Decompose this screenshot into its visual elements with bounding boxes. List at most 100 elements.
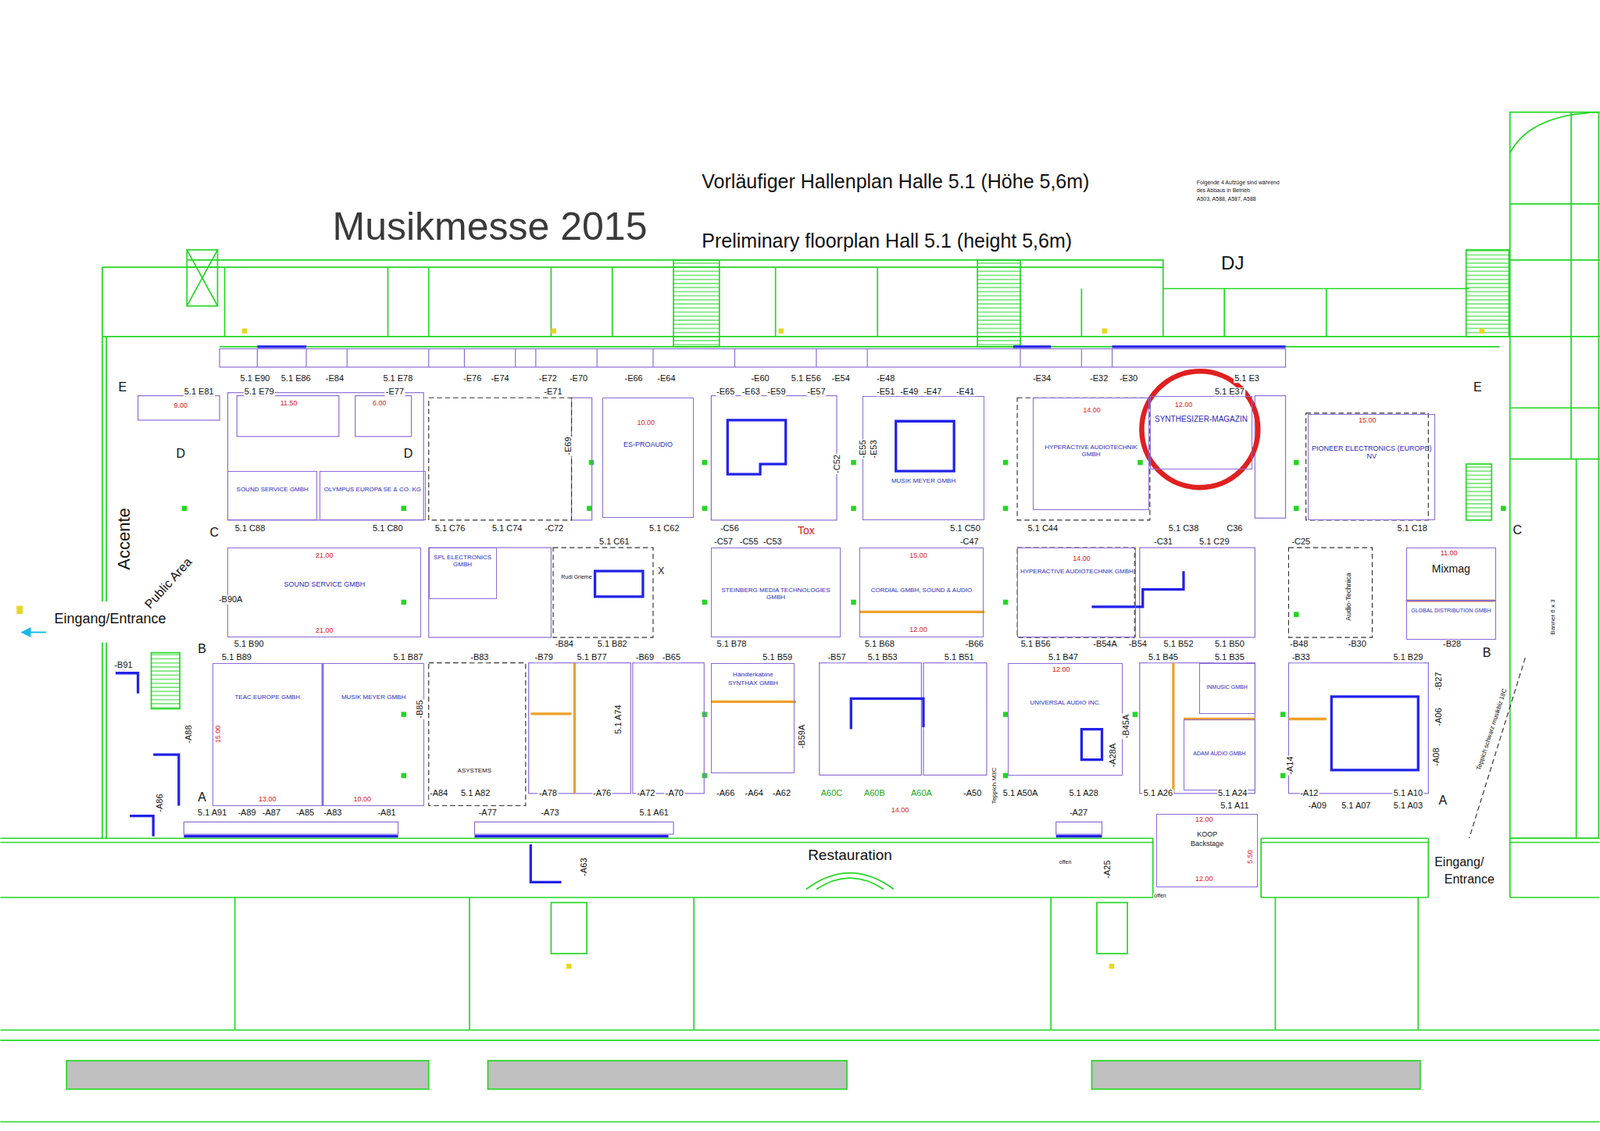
column bbox=[1132, 711, 1139, 718]
plan-label: 5.1 A74 bbox=[614, 703, 624, 735]
plan-label: 15.00 bbox=[1357, 417, 1378, 425]
column bbox=[586, 506, 593, 512]
plan-label: 5.1 C44 bbox=[1027, 524, 1060, 534]
booth-name: ADAM AUDIO GMBH bbox=[1191, 750, 1247, 758]
plan-label: 5.1 A82 bbox=[460, 789, 491, 799]
plan-label: -A76 bbox=[592, 789, 612, 799]
booth: INMUSIC GMBH bbox=[1199, 663, 1256, 715]
column bbox=[702, 773, 708, 779]
plan-label: -A85 bbox=[295, 808, 315, 818]
plan-label: -A63 bbox=[580, 857, 590, 878]
plan-label: C bbox=[1511, 524, 1523, 538]
plan-label: -E69 bbox=[564, 435, 574, 456]
plan-label: -B27 bbox=[1434, 671, 1444, 692]
plan-label: -E32 bbox=[1089, 374, 1109, 384]
plan-label: -E72 bbox=[538, 374, 558, 384]
loading-bay bbox=[66, 1060, 429, 1090]
plan-label: -B54A bbox=[1092, 640, 1118, 650]
plan-label: 5.1 A24 bbox=[1217, 789, 1248, 799]
plan-label: 5.1 C61 bbox=[598, 537, 631, 547]
carpet-outline bbox=[1469, 657, 1526, 839]
plan-label: -A27 bbox=[1068, 808, 1089, 818]
plan-label: -C25 bbox=[1290, 537, 1311, 547]
plan-label: -C53 bbox=[762, 537, 783, 547]
column bbox=[850, 460, 857, 466]
plan-label: -A72 bbox=[635, 789, 656, 799]
booth-name: ES-PROAUDIO bbox=[621, 441, 675, 450]
block-outline bbox=[1017, 547, 1135, 638]
booth: STEINBERG MEDIA TECHNOLOGIES GMBH bbox=[710, 547, 840, 638]
plan-label: -C57 bbox=[713, 537, 734, 547]
plan-label: A60C bbox=[820, 789, 844, 799]
plan-label: -E70 bbox=[568, 374, 589, 384]
plan-label: 5.1 E90 bbox=[239, 374, 272, 384]
booth-name: Händlerkabine bbox=[731, 671, 775, 679]
restaurant-stairs bbox=[806, 873, 894, 890]
hall-wall bbox=[0, 260, 1600, 1122]
plan-label: -E34 bbox=[1032, 374, 1052, 384]
plan-label: 12.00 bbox=[1174, 401, 1194, 409]
plan-label: 10.00 bbox=[352, 796, 372, 804]
plan-label: -A12 bbox=[1299, 789, 1319, 799]
plan-label: -A87 bbox=[261, 808, 282, 818]
booth: ES-PROAUDIO bbox=[602, 397, 695, 518]
plan-label: -B79 bbox=[534, 653, 554, 664]
plan-label: -E54 bbox=[831, 374, 851, 384]
booth: MUSIK MEYER GMBH bbox=[862, 396, 986, 521]
plan-label: 5.1 C38 bbox=[1167, 524, 1200, 534]
booth: MUSIK MEYER GMBH bbox=[322, 663, 425, 807]
plan-label: -B66 bbox=[964, 640, 985, 650]
column bbox=[1293, 611, 1300, 618]
plan-label: -E30 bbox=[1118, 374, 1139, 384]
column bbox=[1280, 773, 1286, 779]
plan-label: -B90A bbox=[217, 595, 244, 605]
column bbox=[400, 600, 407, 606]
booth bbox=[632, 663, 704, 794]
plan-label: -A14 bbox=[1285, 755, 1296, 775]
plan-label: -E71 bbox=[542, 387, 563, 397]
plan-label: -A83 bbox=[322, 808, 343, 818]
plan-label: 5.1 A50A bbox=[1002, 789, 1040, 799]
plan-label: 5.1 B87 bbox=[392, 653, 424, 664]
booth-name: KOOP bbox=[1195, 831, 1219, 840]
plan-label: 5.1 E86 bbox=[280, 374, 312, 384]
plan-label: C bbox=[209, 525, 221, 540]
booth: CORDIAL GMBH, SOUND & AUDIO bbox=[859, 547, 984, 638]
marker bbox=[566, 964, 572, 970]
column bbox=[1003, 506, 1009, 512]
booth bbox=[138, 396, 220, 421]
plan-label: -B91 bbox=[113, 660, 133, 671]
plan-label: -E66 bbox=[623, 374, 643, 384]
plan-label: E bbox=[1472, 381, 1483, 395]
plan-label: -A06 bbox=[1434, 707, 1444, 728]
booth bbox=[571, 397, 593, 521]
booth-name: PIONEER ELECTRONICS (EUROPE) NV bbox=[1308, 445, 1435, 461]
booth bbox=[183, 821, 398, 835]
plan-label: -A88 bbox=[184, 725, 194, 745]
plan-label: 6.00 bbox=[371, 400, 388, 408]
booth-name: SOUND SERVICE GMBH bbox=[235, 486, 311, 494]
booth bbox=[355, 396, 412, 437]
plan-label: 5.1 E78 bbox=[382, 374, 414, 384]
plan-label: 21.00 bbox=[314, 552, 335, 560]
escalator bbox=[151, 653, 181, 710]
plan-label: -E60 bbox=[750, 374, 770, 384]
plan-title: Musikmesse 2015 bbox=[331, 206, 648, 248]
plan-label: -E48 bbox=[875, 374, 896, 384]
column bbox=[400, 773, 407, 779]
plan-label: 15.00 bbox=[908, 552, 929, 560]
booth-strip bbox=[219, 349, 1286, 368]
escalator bbox=[1466, 464, 1493, 521]
booth-divider bbox=[257, 349, 1112, 368]
plan-label: -A62 bbox=[771, 789, 792, 799]
marker bbox=[1109, 964, 1115, 970]
plan-label: 9.00 bbox=[172, 402, 189, 410]
plan-label: 11.50 bbox=[279, 400, 299, 408]
plan-label: -E47 bbox=[922, 387, 943, 397]
plan-label: 5.1 B47 bbox=[1047, 653, 1079, 664]
booth bbox=[528, 663, 575, 794]
plan-label: -B65 bbox=[661, 653, 682, 664]
stairs bbox=[1466, 250, 1510, 337]
plan-label: -B45A bbox=[1121, 714, 1132, 740]
booth-name: MUSIK MEYER GMBH bbox=[889, 478, 958, 486]
